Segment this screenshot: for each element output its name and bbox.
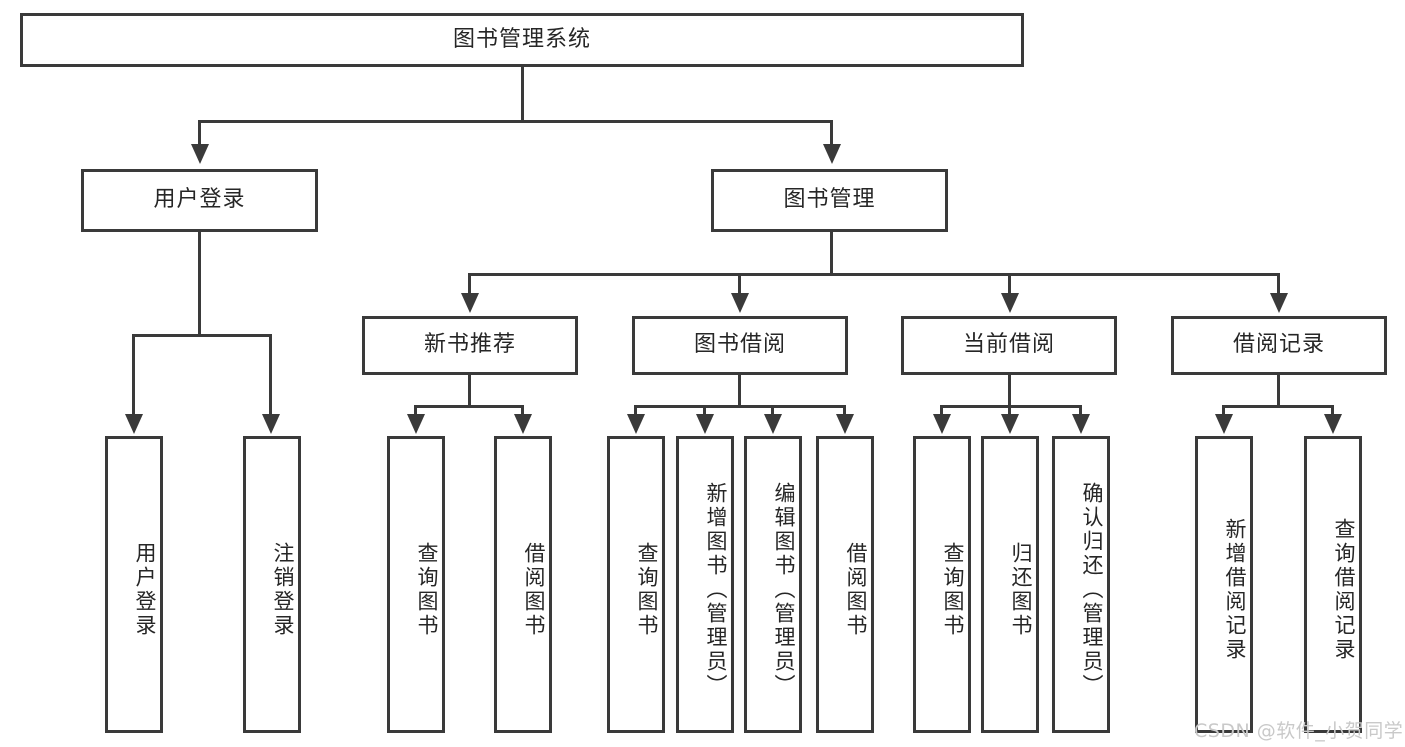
node-leaf-confirm-return[interactable]: 确认归还（管理员） (1052, 436, 1110, 733)
node-leaf-user-login-label: 用户登录 (133, 541, 157, 638)
arrow-to-leaf-query-book-2 (627, 414, 645, 434)
node-leaf-add-record-label: 新增借阅记录 (1223, 517, 1247, 662)
arrow-to-current-borrow (1001, 293, 1019, 313)
arrow-to-leaf-borrow-book-1 (514, 414, 532, 434)
node-leaf-query-book-1[interactable]: 查询图书 (387, 436, 445, 733)
node-user-login[interactable]: 用户登录 (81, 169, 318, 232)
edge-cb-2 (1008, 405, 1011, 417)
node-leaf-borrow-book-2-label: 借阅图书 (844, 541, 868, 638)
node-leaf-query-book-1-label: 查询图书 (415, 541, 439, 638)
node-leaf-query-record[interactable]: 查询借阅记录 (1304, 436, 1362, 733)
edge-br-left (1222, 405, 1225, 417)
edge-bb-4 (843, 405, 846, 417)
node-user-login-label: 用户登录 (153, 187, 246, 213)
arrow-to-leaf-query-record (1324, 414, 1342, 434)
node-leaf-query-book-3[interactable]: 查询图书 (913, 436, 971, 733)
node-leaf-edit-book[interactable]: 编辑图书（管理员） (744, 436, 802, 733)
edge-nbr-drop (468, 375, 471, 408)
node-root[interactable]: 图书管理系统 (20, 13, 1024, 67)
edge-nbr-left (414, 405, 417, 417)
arrow-to-leaf-user-login (125, 414, 143, 434)
edge-user-login-left (132, 334, 135, 416)
edge-bb-drop (738, 375, 741, 408)
node-leaf-query-record-label: 查询借阅记录 (1332, 517, 1356, 662)
node-leaf-add-book-label: 新增图书（管理员） (704, 481, 728, 698)
edge-br-bus (1222, 405, 1334, 408)
node-leaf-add-book[interactable]: 新增图书（管理员） (676, 436, 734, 733)
node-leaf-user-logout[interactable]: 注销登录 (243, 436, 301, 733)
node-leaf-confirm-return-label: 确认归还（管理员） (1080, 481, 1104, 698)
arrow-to-leaf-query-book-1 (407, 414, 425, 434)
node-borrow-record-label: 借阅记录 (1232, 332, 1325, 358)
arrow-to-leaf-return-book (1001, 414, 1019, 434)
edge-user-login-drop (198, 232, 201, 337)
edge-bm-to-new-book-recommend (468, 273, 471, 295)
edge-br-right (1331, 405, 1334, 417)
edge-bm-to-borrow-record (1277, 273, 1280, 295)
node-leaf-borrow-book-2[interactable]: 借阅图书 (816, 436, 874, 733)
edge-root-to-user-login (198, 120, 201, 146)
edge-nbr-right (521, 405, 524, 417)
node-leaf-user-login[interactable]: 用户登录 (105, 436, 163, 733)
arrow-to-leaf-edit-book (764, 414, 782, 434)
arrow-to-borrow-record (1270, 293, 1288, 313)
edge-cb-bus (940, 405, 1082, 408)
arrow-to-leaf-query-book-3 (933, 414, 951, 434)
node-book-borrow-label: 图书借阅 (693, 332, 786, 358)
node-book-borrow[interactable]: 图书借阅 (632, 316, 848, 375)
node-leaf-query-book-2-label: 查询图书 (635, 541, 659, 638)
arrow-to-leaf-user-logout (262, 414, 280, 434)
arrow-to-book-management (823, 144, 841, 164)
edge-user-login-right (269, 334, 272, 416)
node-book-management[interactable]: 图书管理 (711, 169, 948, 232)
edge-root-drop (521, 67, 524, 122)
edge-bb-bus (634, 405, 846, 408)
node-leaf-query-book-2[interactable]: 查询图书 (607, 436, 665, 733)
edge-br-drop (1277, 375, 1280, 408)
node-leaf-edit-book-label: 编辑图书（管理员） (772, 481, 796, 698)
edge-root-to-book-management (830, 120, 833, 146)
edge-bb-3 (771, 405, 774, 417)
watermark-text: CSDN @软件_小贺同学 (1194, 720, 1404, 742)
node-root-label: 图书管理系统 (452, 26, 591, 52)
arrow-to-leaf-borrow-book-2 (836, 414, 854, 434)
edge-bb-2 (703, 405, 706, 417)
node-current-borrow-label: 当前借阅 (962, 332, 1055, 358)
edge-cb-1 (940, 405, 943, 417)
node-leaf-return-book[interactable]: 归还图书 (981, 436, 1039, 733)
edge-book-management-bus (468, 273, 1280, 276)
node-new-book-recommend-label: 新书推荐 (423, 332, 516, 358)
arrow-to-user-login (191, 144, 209, 164)
edge-bm-to-current-borrow (1008, 273, 1011, 295)
node-current-borrow[interactable]: 当前借阅 (901, 316, 1117, 375)
node-book-management-label: 图书管理 (783, 187, 876, 213)
arrow-to-leaf-add-record (1215, 414, 1233, 434)
edge-bm-to-book-borrow (738, 273, 741, 295)
arrow-to-book-borrow (731, 293, 749, 313)
edge-bb-1 (634, 405, 637, 417)
arrow-to-new-book-recommend (461, 293, 479, 313)
arrow-to-leaf-add-book (696, 414, 714, 434)
node-leaf-user-logout-label: 注销登录 (271, 541, 295, 638)
edge-cb-drop (1008, 375, 1011, 408)
node-new-book-recommend[interactable]: 新书推荐 (362, 316, 578, 375)
node-leaf-query-book-3-label: 查询图书 (941, 541, 965, 638)
node-leaf-borrow-book-1-label: 借阅图书 (522, 541, 546, 638)
node-leaf-add-record[interactable]: 新增借阅记录 (1195, 436, 1253, 733)
node-borrow-record[interactable]: 借阅记录 (1171, 316, 1387, 375)
node-leaf-borrow-book-1[interactable]: 借阅图书 (494, 436, 552, 733)
edge-nbr-bus (414, 405, 524, 408)
node-leaf-return-book-label: 归还图书 (1009, 541, 1033, 638)
edge-cb-3 (1079, 405, 1082, 417)
edge-root-bus (198, 120, 833, 123)
arrow-to-leaf-confirm-return (1072, 414, 1090, 434)
edge-user-login-bus (132, 334, 272, 337)
edge-book-management-drop (830, 232, 833, 275)
